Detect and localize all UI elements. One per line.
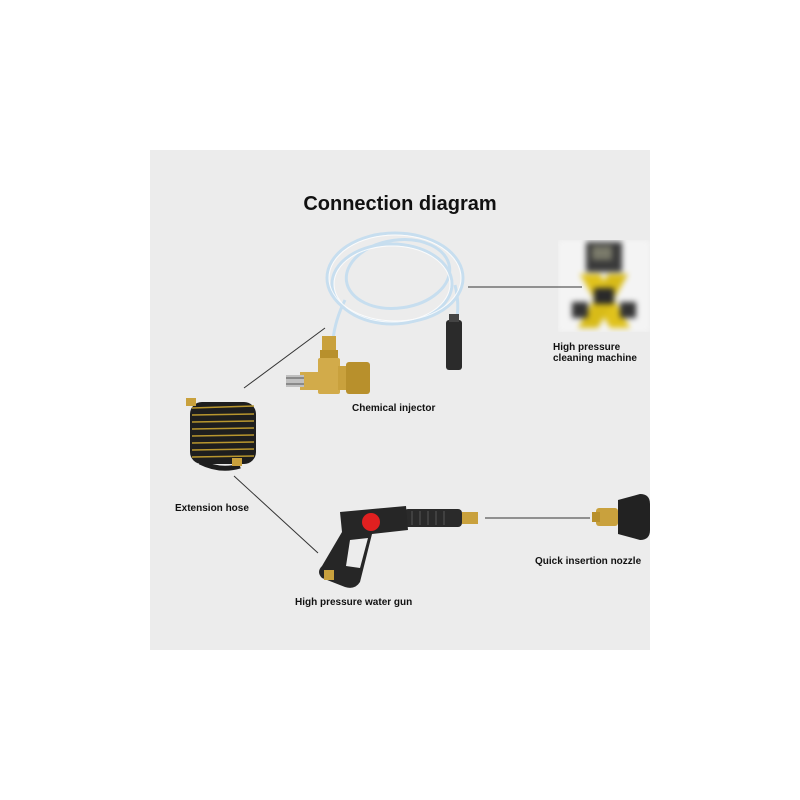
quick-nozzle-part [592,494,650,540]
label-machine-line2: cleaning machine [553,353,637,364]
connector-line-hose-gun [233,475,319,554]
label-machine-line1: High pressure [553,342,621,353]
pressure-washer-machine-image [558,240,650,332]
connector-line-injector-hose [243,327,326,389]
label-chemical-injector: Chemical injector [352,403,436,414]
diagram-title: Connection diagram [303,193,497,215]
tube-filter [446,320,462,370]
chemical-injector-part [286,336,370,394]
label-quick-nozzle: Quick insertion nozzle [535,556,642,567]
water-gun-part [319,506,478,588]
label-water-gun: High pressure water gun [295,597,413,608]
chemical-tube-coil [325,231,465,341]
label-extension-hose: Extension hose [175,503,249,514]
extension-hose-coil [186,398,256,471]
